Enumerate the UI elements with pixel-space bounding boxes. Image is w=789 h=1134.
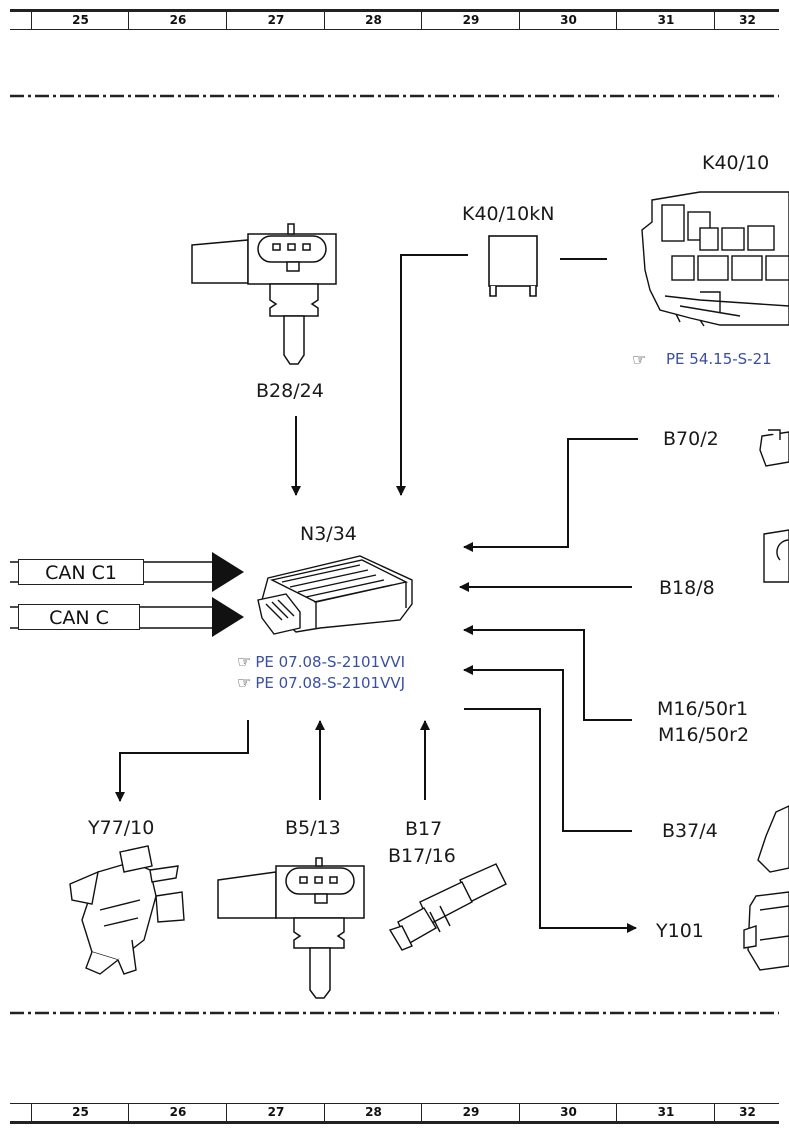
pe-vvj-link[interactable]: PE 07.08-S-2101VVJ — [255, 674, 406, 692]
signal-arrow-k40-10kn — [396, 254, 468, 496]
relay-k40-10kn-icon — [488, 235, 538, 297]
pointing-hand-icon: ☞ — [237, 652, 252, 671]
can-c1-arrowhead — [212, 552, 244, 592]
label-b18-8: B18/8 — [659, 577, 715, 599]
pe-54-hand-icon: ☞ — [632, 350, 646, 369]
ruler-cell: 32 — [714, 12, 780, 29]
label-y77-10: Y77/10 — [88, 817, 155, 839]
label-b17: B17 — [405, 818, 443, 840]
label-n3-34: N3/34 — [300, 523, 357, 545]
pe-vvi-link[interactable]: PE 07.08-S-2101VVI — [255, 653, 406, 671]
column-ruler-bottom: 25 26 27 28 29 30 31 32 — [10, 1103, 779, 1124]
ruler-cell: 27 — [226, 1104, 325, 1121]
valve-y77-10-icon — [69, 845, 185, 975]
ruler-cell: 30 — [519, 1104, 617, 1121]
can-c-box: CAN C — [18, 604, 140, 630]
label-m16-50r2: M16/50r2 — [658, 724, 750, 746]
ref-pe-54[interactable]: PE 54.15-S-21 — [666, 350, 772, 368]
can-c-arrowhead — [212, 597, 244, 637]
ruler-cell: 26 — [128, 12, 227, 29]
ruler-cell: 29 — [421, 1104, 520, 1121]
ruler-cell: 28 — [324, 12, 422, 29]
label-b5-13: B5/13 — [285, 817, 341, 839]
label-m16-50r1: M16/50r1 — [657, 698, 749, 720]
fuse-relay-module-k40-10-icon — [641, 191, 789, 327]
ruler-cell: 28 — [324, 1104, 422, 1121]
label-b37-4: B37/4 — [662, 820, 718, 842]
signal-arrow-m16-50 — [463, 625, 632, 721]
pointing-hand-icon: ☞ — [237, 673, 252, 692]
sensor-b37-4-icon — [757, 805, 789, 873]
label-b70-2: B70/2 — [663, 428, 719, 450]
temperature-sensor-b17-icon — [388, 863, 507, 951]
ref-pe-vvj[interactable]: ☞PE 07.08-S-2101VVJ — [237, 673, 405, 692]
ruler-cell: 29 — [421, 12, 520, 29]
label-b28-24: B28/24 — [256, 380, 324, 402]
pressure-sensor-b28-24-icon — [191, 223, 337, 365]
signal-arrow-b37-4 — [463, 665, 632, 832]
ref-pe-vvi[interactable]: ☞PE 07.08-S-2101VVI — [237, 652, 405, 671]
label-k40-10: K40/10 — [702, 152, 770, 174]
pressure-sensor-b5-13-icon — [217, 857, 365, 999]
signal-arrow-b70-2 — [463, 438, 638, 552]
ruler-cell: 31 — [616, 1104, 715, 1121]
valve-y101-icon — [743, 891, 789, 971]
column-ruler-top: 25 26 27 28 29 30 31 32 — [10, 9, 779, 30]
label-k40-10kn: K40/10kN — [462, 203, 555, 225]
ruler-cell: 31 — [616, 12, 715, 29]
signal-arrow-y101 — [464, 708, 637, 933]
control-unit-n3-34-icon — [257, 555, 413, 635]
pe-54-link[interactable]: PE 54.15-S-21 — [666, 350, 772, 368]
label-y101: Y101 — [656, 920, 704, 942]
ruler-cell: 25 — [31, 12, 129, 29]
ruler-cell: 30 — [519, 12, 617, 29]
ruler-cell: 32 — [714, 1104, 780, 1121]
ruler-cell: 26 — [128, 1104, 227, 1121]
sensor-b18-8-icon — [763, 529, 789, 583]
can-c1-box: CAN C1 — [18, 559, 144, 585]
ruler-cell: 27 — [226, 12, 325, 29]
signal-arrow-y77-10 — [115, 720, 249, 802]
ruler-cell: 25 — [31, 1104, 129, 1121]
label-b17-16: B17/16 — [388, 845, 456, 867]
sensor-b70-2-icon — [759, 429, 789, 467]
